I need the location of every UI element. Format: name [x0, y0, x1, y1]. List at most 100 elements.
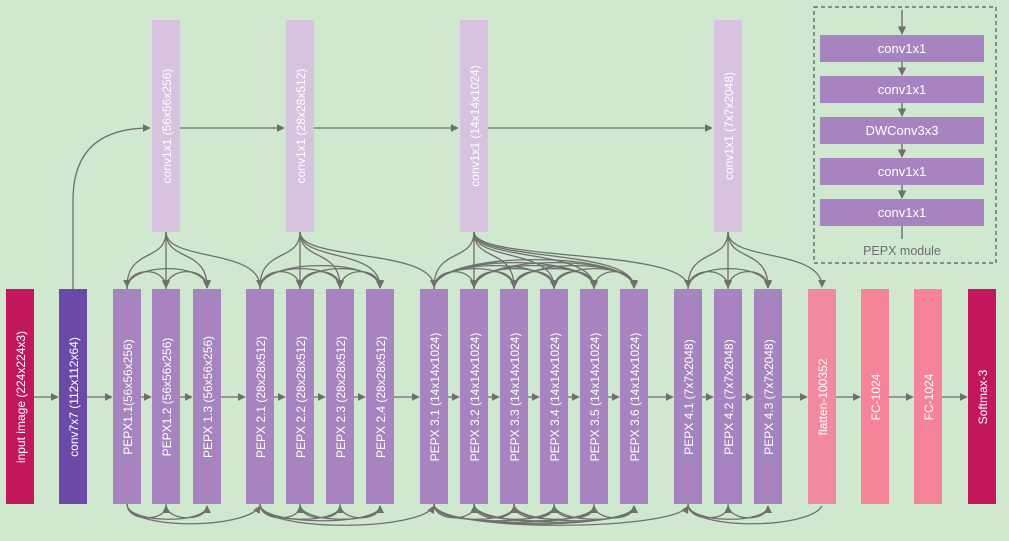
input-image-label: input image (224x224x3) [14, 331, 28, 463]
projection-block-4 [714, 20, 742, 232]
main-row: input image (224x224x3) conv7x7 (112x112… [6, 289, 996, 504]
connection-arrow [123, 231, 167, 288]
projection-block-3-label: conv1x1 (14x14x1024) [468, 65, 482, 186]
pepx-module-panel: conv1x1 conv1x1 DWConv3x3 conv1x1 conv1x… [813, 6, 997, 264]
connection-arrow [259, 264, 384, 290]
softmax-block [968, 289, 996, 504]
connection-arrow [473, 270, 518, 290]
fc1-block [861, 289, 889, 504]
connection-arrow [553, 267, 638, 290]
connection-arrow [126, 267, 211, 290]
pepx-1-2-label: PEPX1.2 (56x56x256) [160, 338, 174, 457]
connection-arrow [339, 270, 384, 290]
pepx-4-1-block [674, 289, 702, 504]
projection-blocks: conv1x1 (56x56x256) conv1x1 (28x28x512) … [152, 20, 742, 232]
pepx-3-3-label: PEPX 3.3 (14x14x1024) [508, 333, 522, 462]
connection-arrow [687, 503, 732, 519]
pepx-4-1-label: PEPX 4.1 (7x7x2048) [682, 339, 696, 454]
connection-arrow [259, 270, 304, 290]
projection-block-2 [286, 20, 314, 232]
pepx-1-1-label: PEPX1.1(56x56x256) [121, 339, 135, 454]
connection-arrow [513, 503, 558, 519]
connection-arrow [259, 503, 304, 519]
pepx-2-3-block [326, 289, 354, 504]
conv7x7-block [59, 289, 87, 504]
module-layer-4-label: conv1x1 [878, 164, 926, 179]
connection-arrow [687, 267, 772, 290]
connection-arrow [165, 503, 211, 519]
connection-arrow [513, 270, 558, 290]
pepx-3-3-block [500, 289, 528, 504]
connection-arrow [299, 267, 384, 290]
pepx-2-3-label: PEPX 2.3 (28x28x512) [334, 336, 348, 458]
module-layer-5 [820, 199, 984, 226]
connection-arrow [72, 124, 151, 289]
connection-arrow [256, 231, 301, 288]
connection-arrow [165, 231, 264, 288]
flatten-label: flatten-100352 [816, 358, 830, 435]
pepx-2-2-label: PEPX 2.2 (28x28x512) [294, 336, 308, 458]
connection-arrow [473, 231, 518, 288]
connection-arrow [727, 231, 826, 288]
pepx-4-2-block [714, 289, 742, 504]
connection-arrows [34, 124, 968, 526]
pepx-2-1-label: PEPX 2.1 (28x28x512) [254, 336, 268, 458]
connection-arrow [433, 264, 558, 290]
connection-arrow [126, 503, 261, 525]
connection-arrow [553, 503, 598, 519]
connection-arrow [299, 231, 438, 288]
module-layer-1 [820, 35, 984, 62]
fc2-label: FC-1024 [922, 373, 936, 420]
connection-arrow [687, 503, 823, 525]
projection-block-2-label: conv1x1 (28x28x512) [294, 69, 308, 184]
connection-arrow [593, 503, 638, 519]
connection-arrow [126, 503, 170, 519]
pepx-3-6-block [620, 289, 648, 504]
projection-block-3 [460, 20, 488, 232]
module-layer-5-label: conv1x1 [878, 205, 926, 220]
module-layer-3-label: DWConv3x3 [866, 123, 939, 138]
connection-arrow [299, 231, 344, 288]
pepx-2-1-block [246, 289, 274, 504]
connection-arrow [430, 231, 475, 288]
pepx-4-3-label: PEPX 4.3 (7x7x2048) [762, 339, 776, 454]
pepx-4-3-block [754, 289, 782, 504]
module-title: PEPX module [863, 244, 941, 258]
pepx-2-4-block [366, 289, 394, 504]
pepx-3-4-label: PEPX 3.4 (14x14x1024) [548, 333, 562, 462]
projection-block-1-label: conv1x1 (56x56x256) [160, 69, 174, 184]
projection-block-1 [152, 20, 180, 232]
fc2-block [914, 289, 942, 504]
connection-arrow [259, 503, 435, 526]
connection-arrow [433, 503, 689, 526]
module-layer-4 [820, 158, 984, 185]
pepx-module-border [813, 6, 997, 264]
connection-arrow [299, 503, 344, 519]
pepx-1-1-block [113, 289, 141, 504]
connection-arrow [727, 270, 772, 290]
connection-arrow [513, 503, 638, 522]
connection-arrow [727, 231, 772, 288]
projection-block-4-label: conv1x1 (7x7x2048) [722, 72, 736, 180]
pepx-1-3-label: PEPX 1.3 (56x56x256) [201, 336, 215, 458]
connection-arrow [339, 503, 384, 519]
connection-arrow [165, 270, 211, 290]
pepx-4-2-label: PEPX 4.2 (7x7x2048) [722, 339, 736, 454]
connection-arrow [299, 270, 344, 290]
connection-arrow [473, 231, 558, 288]
input-image-block [6, 289, 34, 504]
pepx-3-2-label: PEPX 3.2 (14x14x1024) [468, 333, 482, 462]
pepx-2-4-label: PEPX 2.4 (28x28x512) [374, 336, 388, 458]
fc1-label: FC-1024 [869, 373, 883, 420]
pepx-2-2-block [286, 289, 314, 504]
softmax-label: Softmax-3 [976, 369, 990, 424]
pepx-3-4-block [540, 289, 568, 504]
pepx-3-5-block [580, 289, 608, 504]
module-layer-1-label: conv1x1 [878, 41, 926, 56]
connection-arrow [299, 231, 384, 288]
conv7x7-label: conv7x7 (112x112x64) [67, 337, 81, 457]
connection-arrow [727, 503, 772, 519]
connection-arrow [165, 231, 211, 288]
